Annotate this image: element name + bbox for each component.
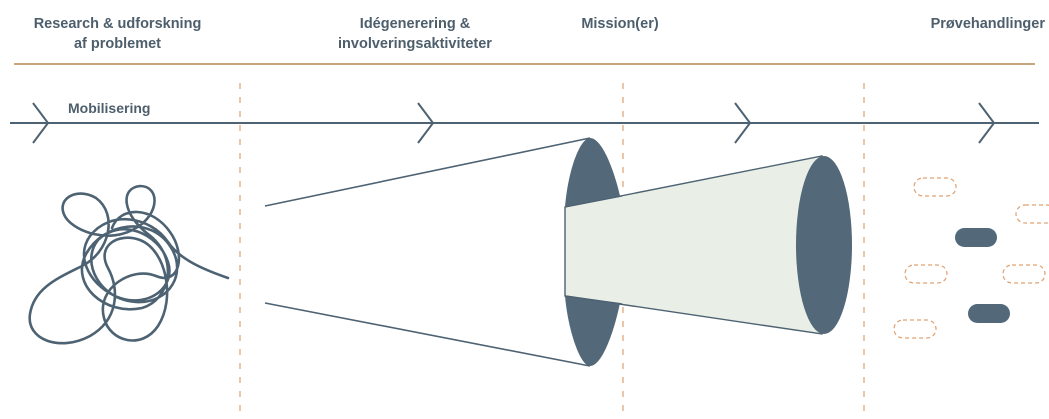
phase-title-line1: Idégenerering & <box>359 16 471 32</box>
trial-pill-solid-2 <box>968 304 1010 323</box>
funnel-ellipse-bottom-edge <box>564 295 623 305</box>
phase-title-line2: involveringsaktiviteter <box>338 36 492 52</box>
lane-label-mobilisering: Mobilisering <box>68 100 151 116</box>
ideation-funnel-top <box>264 137 591 207</box>
phase-title-line1: Mission(er) <box>581 16 659 32</box>
tangled-problem-scribble <box>28 184 230 345</box>
funnel-ellipse-lower <box>565 296 620 366</box>
phase-title-line1: Prøvehandlinger <box>930 16 1045 32</box>
phase-title-ideation: Idégenerering & involveringsaktiviteter <box>310 14 520 54</box>
mission-cone-mouth <box>796 156 852 334</box>
trial-pill-dashed-4 <box>1002 264 1046 284</box>
mission-cone-body <box>564 155 823 335</box>
trial-pill-solid-1 <box>955 228 997 247</box>
phase-title-missions: Mission(er) <box>555 14 685 34</box>
ideation-funnel-bottom <box>264 302 591 367</box>
trial-pill-dashed-3 <box>904 264 948 284</box>
phase-title-research: Research & udforskning af problemet <box>20 14 215 54</box>
timeline-chevron-1 <box>32 102 50 144</box>
funnel-ellipse-top-edge <box>564 195 623 208</box>
trial-pill-dashed-2 <box>1015 204 1049 224</box>
timeline-chevron-4 <box>978 102 996 144</box>
phase-title-line2: af problemet <box>73 36 161 52</box>
timeline-chevron-3 <box>734 102 752 144</box>
funnel-ellipse-upper <box>565 138 620 207</box>
phase-title-line1: Research & udforskning <box>33 16 202 32</box>
trial-pill-dashed-1 <box>913 177 957 197</box>
timeline-chevron-2 <box>417 102 435 144</box>
phase-title-trials: Prøvehandlinger <box>905 14 1045 34</box>
trial-pill-dashed-5 <box>893 319 937 339</box>
